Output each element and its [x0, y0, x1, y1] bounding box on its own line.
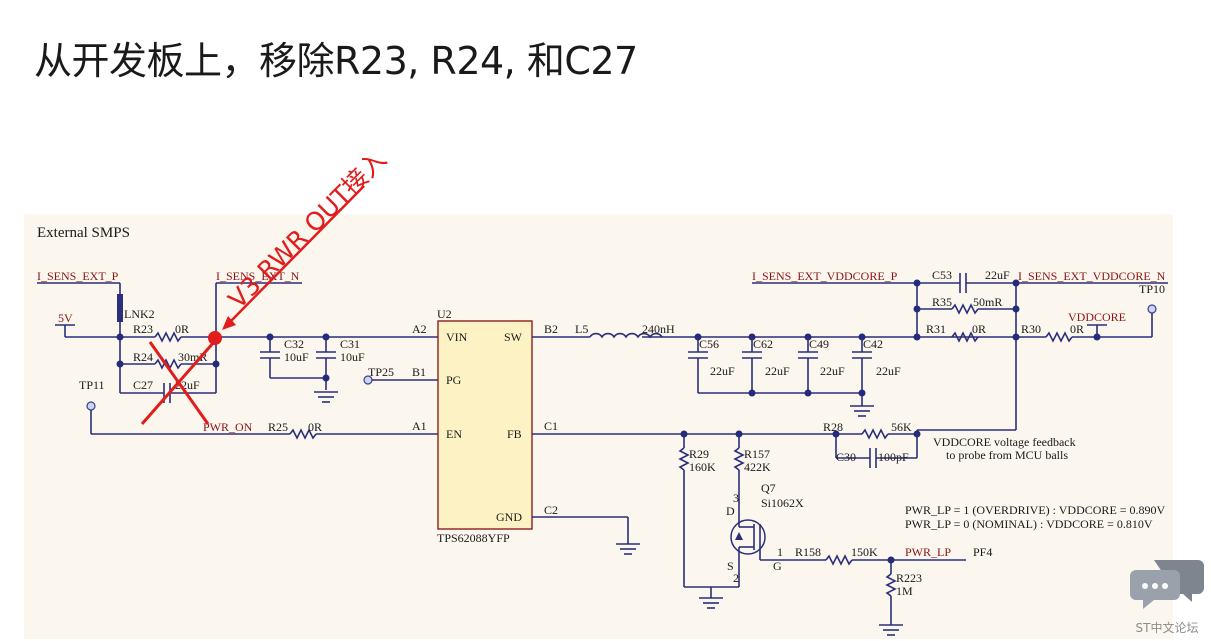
ground-symbol-q7 — [699, 597, 723, 609]
r157-ref: R157 — [744, 447, 770, 461]
tp10-pad — [1147, 304, 1157, 314]
net-i-sens-ext-vddcore-p: I_SENS_EXT_VDDCORE_P — [752, 269, 898, 283]
r25-value: 0R — [308, 420, 322, 434]
net-vddcore: VDDCORE — [1068, 310, 1126, 324]
r28-ref: R28 — [823, 420, 843, 434]
mosfet-q7 — [730, 519, 766, 555]
q7-pin3: 3 — [733, 491, 739, 505]
c31-value: 10uF — [340, 350, 365, 364]
r223-ref: R223 — [896, 571, 922, 585]
forum-watermark: ST中文论坛 — [1128, 556, 1206, 636]
pin-b1: B1 — [412, 365, 426, 379]
c32-ref: C32 — [284, 337, 304, 351]
c62-value: 22uF — [765, 364, 790, 378]
r35-ref: R35 — [932, 295, 952, 309]
r25-ref: R25 — [268, 420, 288, 434]
note-pwr-lp-0: PWR_LP = 0 (NOMINAL) : VDDCORE = 0.810V — [905, 517, 1153, 531]
r31-value: 0R — [972, 322, 986, 336]
u2-part: TPS62088YFP — [437, 531, 510, 545]
note-fb-1: VDDCORE voltage feedback — [933, 435, 1076, 449]
r158-value: 150K — [851, 545, 878, 559]
c53-value: 22uF — [985, 268, 1010, 282]
c32-value: 10uF — [284, 350, 309, 364]
c30-value: 100pF — [878, 450, 909, 464]
chat-bubbles-icon — [1130, 560, 1204, 609]
pin-a1: A1 — [412, 419, 427, 433]
q7-gate: G — [773, 559, 782, 573]
r158-ref: R158 — [795, 545, 821, 559]
pin-b2: B2 — [544, 322, 558, 336]
r24-ref: R24 — [133, 350, 153, 364]
net-pf4: PF4 — [973, 545, 992, 559]
tp10-label: TP10 — [1139, 282, 1165, 296]
q7-pin2: 2 — [733, 571, 739, 585]
pin-gnd: GND — [496, 510, 522, 524]
note-pwr-lp-1: PWR_LP = 1 (OVERDRIVE) : VDDCORE = 0.890… — [905, 503, 1166, 517]
r31-ref: R31 — [926, 322, 946, 336]
link-lnk2 — [117, 294, 123, 322]
c27-ref: C27 — [133, 378, 153, 392]
r29-ref: R29 — [689, 447, 709, 461]
q7-pin1: 1 — [777, 545, 783, 559]
ground-symbol-output — [850, 405, 874, 417]
r35-value: 50mR — [973, 295, 1002, 309]
c62-ref: C62 — [753, 337, 773, 351]
r28-value: 56K — [891, 420, 912, 434]
c56-value: 22uF — [710, 364, 735, 378]
q7-source: S — [727, 559, 734, 573]
r23-ref: R23 — [133, 322, 153, 336]
tp11-label: TP11 — [79, 378, 105, 392]
slide-title: 从开发板上，移除R23, R24, 和C27 — [34, 39, 638, 83]
r23-value: 0R — [175, 322, 189, 336]
u2-ref: U2 — [437, 307, 452, 321]
r223-value: 1M — [896, 584, 913, 598]
c56-ref: C56 — [699, 337, 719, 351]
pin-a2: A2 — [412, 322, 427, 336]
pin-c2: C2 — [544, 503, 558, 517]
r29-value: 160K — [689, 460, 716, 474]
remove-cross-2 — [148, 341, 210, 425]
lnk2-label: LNK2 — [124, 307, 155, 321]
c42-value: 22uF — [876, 364, 901, 378]
net-pwr-lp: PWR_LP — [905, 545, 951, 559]
q7-ref: Q7 — [761, 481, 776, 495]
watermark-text: ST中文论坛 — [1135, 621, 1199, 635]
l5-value: 240nH — [642, 322, 675, 336]
net-pwr-on: PWR_ON — [203, 420, 253, 434]
annotation-arrow — [229, 185, 365, 323]
r30-value: 0R — [1070, 322, 1084, 336]
r30-ref: R30 — [1021, 322, 1041, 336]
ground-symbol-c31 — [314, 391, 338, 403]
tp11-pad — [86, 401, 96, 411]
ground-symbol-u2 — [616, 543, 640, 555]
pin-en: EN — [446, 427, 462, 441]
c31-ref: C31 — [340, 337, 360, 351]
c53-ref: C53 — [932, 268, 952, 282]
c42-ref: C42 — [863, 337, 883, 351]
output-capacitors — [688, 337, 872, 406]
c49-value: 22uF — [820, 364, 845, 378]
pin-fb: FB — [507, 427, 522, 441]
pin-sw: SW — [504, 330, 523, 344]
r24-value: 30mR — [178, 350, 207, 364]
net-i-sens-ext-vddcore-n: I_SENS_EXT_VDDCORE_N — [1018, 269, 1166, 283]
ic-u2 — [437, 320, 533, 530]
net-5v: 5V — [58, 311, 73, 325]
q7-drain: D — [726, 504, 735, 518]
pin-c1: C1 — [544, 419, 558, 433]
connection-point-marker — [208, 331, 222, 345]
q7-part: Si1062X — [761, 496, 804, 510]
ground-symbol-r223 — [879, 624, 903, 636]
net-i-sens-ext-p: I_SENS_EXT_P — [37, 269, 119, 283]
c30-ref: C30 — [836, 450, 856, 464]
c49-ref: C49 — [809, 337, 829, 351]
l5-ref: L5 — [575, 322, 588, 336]
tp25-label: TP25 — [368, 365, 394, 379]
panel-title: External SMPS — [37, 225, 130, 241]
pin-vin: VIN — [446, 330, 468, 344]
r157-value: 422K — [744, 460, 771, 474]
pin-pg: PG — [446, 373, 462, 387]
note-fb-2: to probe from MCU balls — [946, 448, 1068, 462]
